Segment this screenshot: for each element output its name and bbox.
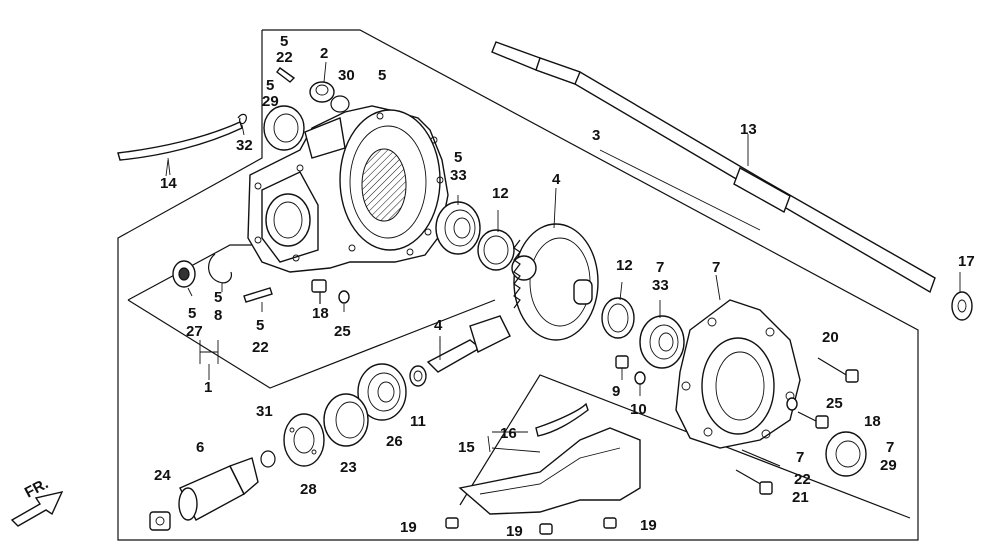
- part-25-washer-right: [786, 397, 798, 411]
- callout-22: 22: [276, 49, 293, 66]
- callout-4: 4: [434, 317, 443, 334]
- part-22-stud-top: [276, 67, 296, 83]
- part-30-o-ring: [330, 95, 350, 113]
- callout-7: 7: [796, 449, 804, 466]
- part-26-bearing: [357, 363, 407, 421]
- callout-23: 23: [340, 459, 357, 476]
- callout-7: 7: [712, 259, 720, 276]
- group-boundary-lines: [117, 29, 919, 541]
- part-23-bearing-holder: [323, 393, 369, 447]
- callout-25: 25: [826, 395, 843, 412]
- callout-4: 4: [552, 171, 561, 188]
- callout-22: 22: [794, 471, 811, 488]
- part-28-pinion-retainer: [283, 413, 325, 467]
- callout-10: 10: [630, 401, 647, 418]
- callout-5: 5: [256, 317, 264, 334]
- part-11-collar: [409, 365, 427, 387]
- callout-21: 21: [792, 489, 809, 506]
- part-29-oil-seal-right: [825, 431, 867, 477]
- callout-7: 7: [886, 439, 894, 456]
- part-29-oil-seal-top: [263, 105, 305, 151]
- callout-15: 15: [458, 439, 475, 456]
- part-gear-case-housing: [247, 105, 449, 273]
- part-breather-tube: [117, 121, 243, 176]
- callout-11: 11: [410, 413, 426, 430]
- part-33-bearing-lower: [639, 315, 685, 369]
- part-12-shim-upper: [477, 229, 515, 271]
- part-32-clip: [237, 113, 247, 136]
- callout-13: 13: [740, 121, 757, 138]
- callout-19: 19: [506, 523, 523, 540]
- callout-5: 5: [280, 33, 288, 50]
- callout-12: 12: [492, 185, 509, 202]
- callout-16: 16: [500, 425, 517, 442]
- part-31-o-ring: [260, 450, 276, 468]
- callout-22: 22: [252, 339, 269, 356]
- part-25-washer-left: [338, 290, 350, 312]
- callout-8: 8: [214, 307, 222, 324]
- callout-7: 7: [656, 259, 664, 276]
- callout-33: 33: [652, 277, 669, 294]
- callout-29: 29: [262, 93, 279, 110]
- callout-1: 1: [204, 379, 212, 396]
- part-12-shim-lower: [601, 297, 635, 339]
- part-18-bolt-right: [797, 411, 829, 429]
- part-33-bearing-upper: [435, 201, 481, 255]
- callout-17: 17: [958, 253, 975, 270]
- callout-6: 6: [196, 439, 204, 456]
- callout-24: 24: [154, 467, 171, 484]
- callout-33: 33: [450, 167, 467, 184]
- callout-31: 31: [256, 403, 273, 420]
- part-9-bolt: [615, 355, 629, 380]
- callout-5: 5: [378, 67, 386, 84]
- callout-29: 29: [880, 457, 897, 474]
- callout-20: 20: [822, 329, 839, 346]
- leader-lines: [165, 134, 961, 453]
- callout-30: 30: [338, 67, 355, 84]
- part-6-coupling: [178, 457, 259, 521]
- part-13-axle-shaft: [491, 41, 936, 294]
- callout-19: 19: [640, 517, 657, 534]
- part-10-washer: [634, 371, 646, 396]
- part-22-stud-right: [741, 449, 781, 467]
- callout-26: 26: [386, 433, 403, 450]
- callout-25: 25: [334, 323, 351, 340]
- callout-18: 18: [864, 413, 881, 430]
- callout-14: 14: [160, 175, 177, 192]
- callout-12: 12: [616, 257, 633, 274]
- part-4-drive-pinion: [426, 315, 511, 373]
- callout-32: 32: [236, 137, 253, 154]
- part-19-bolts: [445, 517, 617, 535]
- part-27-seal-left: [172, 260, 196, 297]
- part-22-stud-left: [243, 287, 273, 312]
- callout-27: 27: [186, 323, 203, 340]
- part-2-cap-nut: [309, 61, 335, 103]
- part-18-bolt-left: [311, 279, 327, 304]
- callout-labels: 5 22 2 30 5 5 29 32 14 3 13 5 33 12 4 17…: [154, 33, 975, 540]
- part-21-bolt: [735, 469, 773, 495]
- callout-5: 5: [214, 289, 222, 306]
- callout-5: 5: [454, 149, 462, 166]
- callout-2: 2: [320, 45, 328, 62]
- front-direction-arrow: FR.: [10, 475, 64, 527]
- part-17-washer: [951, 291, 973, 321]
- callout-9: 9: [612, 383, 620, 400]
- part-15-guard: [458, 402, 641, 515]
- part-8-circlip: [208, 253, 232, 292]
- callout-19: 19: [400, 519, 417, 536]
- part-24-nut: [149, 511, 171, 531]
- callout-5: 5: [266, 77, 274, 94]
- callout-5: 5: [188, 305, 196, 322]
- callout-28: 28: [300, 481, 317, 498]
- part-7-right-cover: [675, 299, 801, 449]
- part-20-bolt: [817, 357, 859, 383]
- callout-18: 18: [312, 305, 329, 322]
- callout-3: 3: [592, 127, 600, 144]
- part-4-ring-gear: [511, 223, 599, 341]
